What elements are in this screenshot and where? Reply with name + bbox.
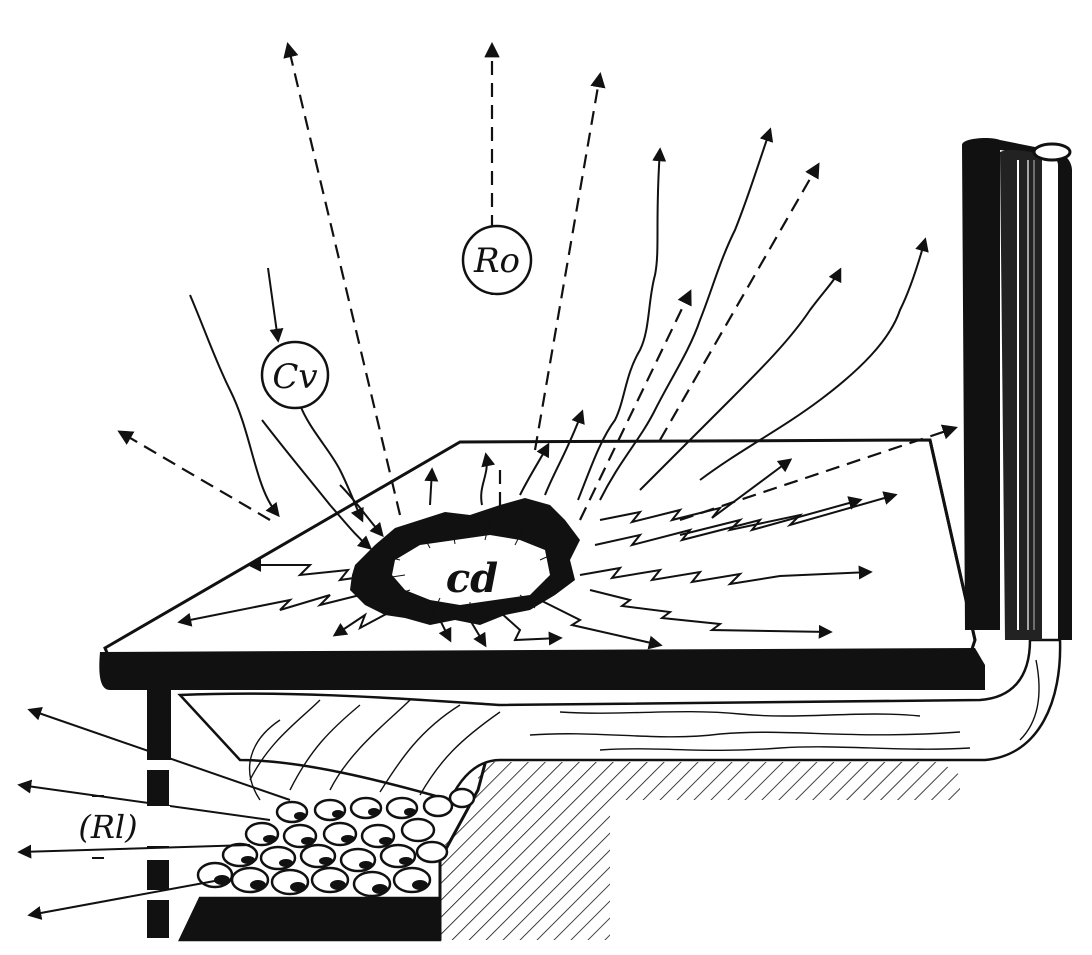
flue-gas-channel: [177, 638, 1062, 802]
hatched-wall: [440, 762, 960, 940]
conduction-zigzag-arrows: [177, 458, 898, 650]
ro-label: Ro: [473, 241, 520, 281]
chimney-pipe: [962, 137, 1072, 641]
cv-label: Cv: [272, 357, 317, 397]
plate-edge: [99, 648, 986, 690]
rl-label: (Rl): [78, 808, 137, 846]
coal-pile: [178, 787, 476, 942]
hot-object-texture: [371, 519, 569, 618]
convection-wavy-arrows: [189, 127, 929, 550]
coal-radiation-arrows: [17, 707, 291, 920]
cd-label: cd: [446, 555, 498, 602]
support-leg: [147, 690, 171, 760]
rl-label-bg: [50, 806, 170, 846]
cv-circle: [260, 340, 330, 410]
gas-wisps: [248, 659, 1040, 801]
radiation-dashed-arrows: [117, 41, 958, 522]
hot-object-core: [392, 535, 550, 605]
support-dashed: [147, 770, 169, 938]
ro-circle: [461, 224, 533, 296]
